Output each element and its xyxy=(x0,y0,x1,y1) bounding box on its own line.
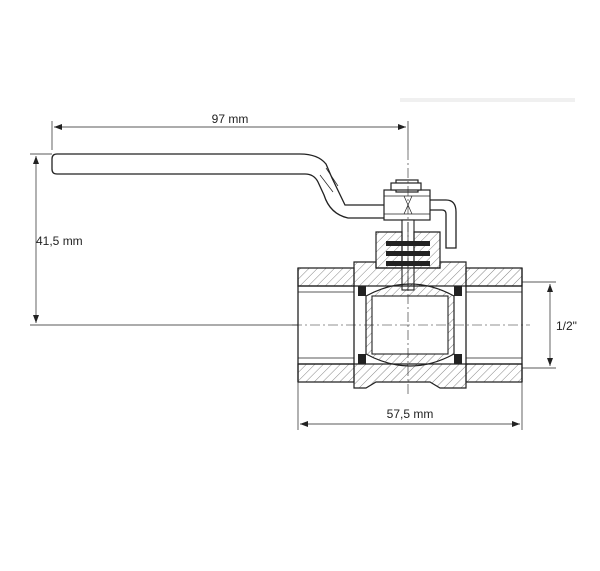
dimension-handle-length: 97 mm xyxy=(51,112,409,150)
lever-handle xyxy=(51,153,457,249)
dimension-handle-height: 41,5 mm xyxy=(30,153,298,326)
handle-height-label: 41,5 mm xyxy=(36,234,83,248)
thread-size-label: 1/2" xyxy=(556,319,577,333)
stem-nut xyxy=(383,179,431,221)
body-length-label: 57,5 mm xyxy=(387,407,434,421)
dimension-body-length: 57,5 mm xyxy=(297,382,523,430)
dimension-thread-size: 1/2" xyxy=(522,281,577,369)
centerlines xyxy=(292,150,530,395)
seats xyxy=(358,286,462,364)
handle-length-label: 97 mm xyxy=(212,112,249,126)
valve-body xyxy=(297,261,523,389)
